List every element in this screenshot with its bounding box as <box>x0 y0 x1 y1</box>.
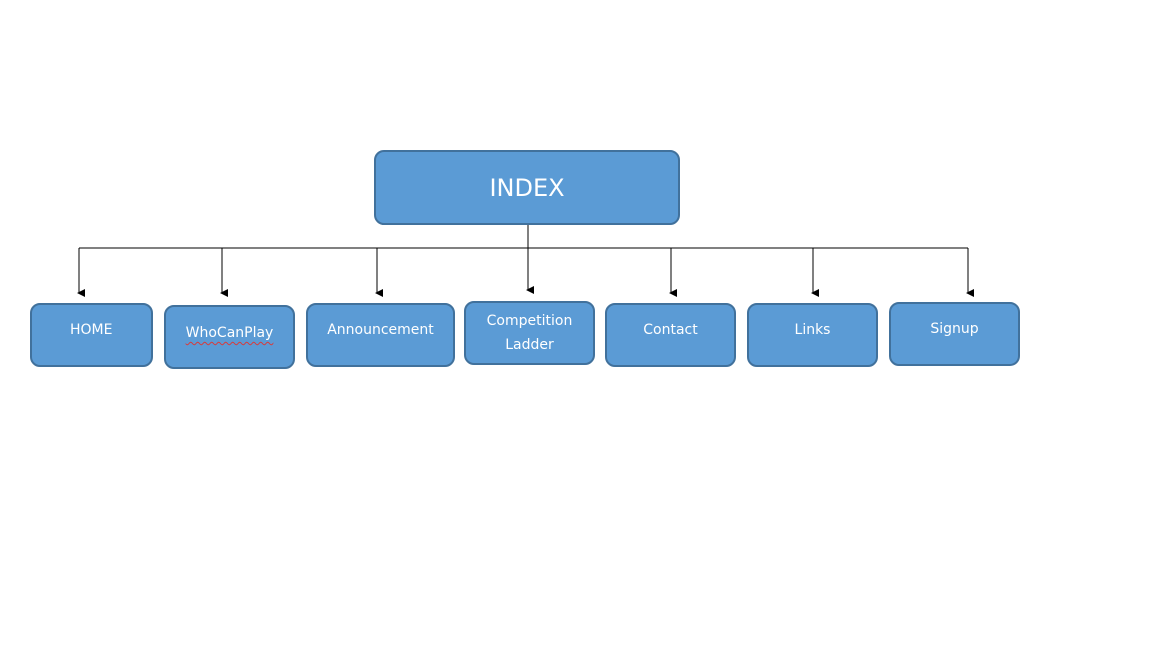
links-node-label: Links <box>794 322 831 338</box>
links-node: Links <box>747 303 878 367</box>
contact-node-label: Contact <box>643 322 698 338</box>
whocanplay-node: WhoCanPlay <box>164 305 295 369</box>
announcement-node: Announcement <box>306 303 455 367</box>
announcement-node-label: Announcement <box>327 322 434 338</box>
contact-node: Contact <box>605 303 736 367</box>
index-node-label: INDEX <box>489 173 565 202</box>
home-node-label: HOME <box>70 322 113 338</box>
signup-node-label: Signup <box>930 321 979 337</box>
home-node: HOME <box>30 303 153 367</box>
index-node: INDEX <box>374 150 680 225</box>
competition-ladder-node-label: Competition Ladder <box>486 313 573 353</box>
signup-node: Signup <box>889 302 1020 366</box>
competition-ladder-node: Competition Ladder <box>464 301 595 365</box>
whocanplay-node-label: WhoCanPlay <box>185 325 274 341</box>
